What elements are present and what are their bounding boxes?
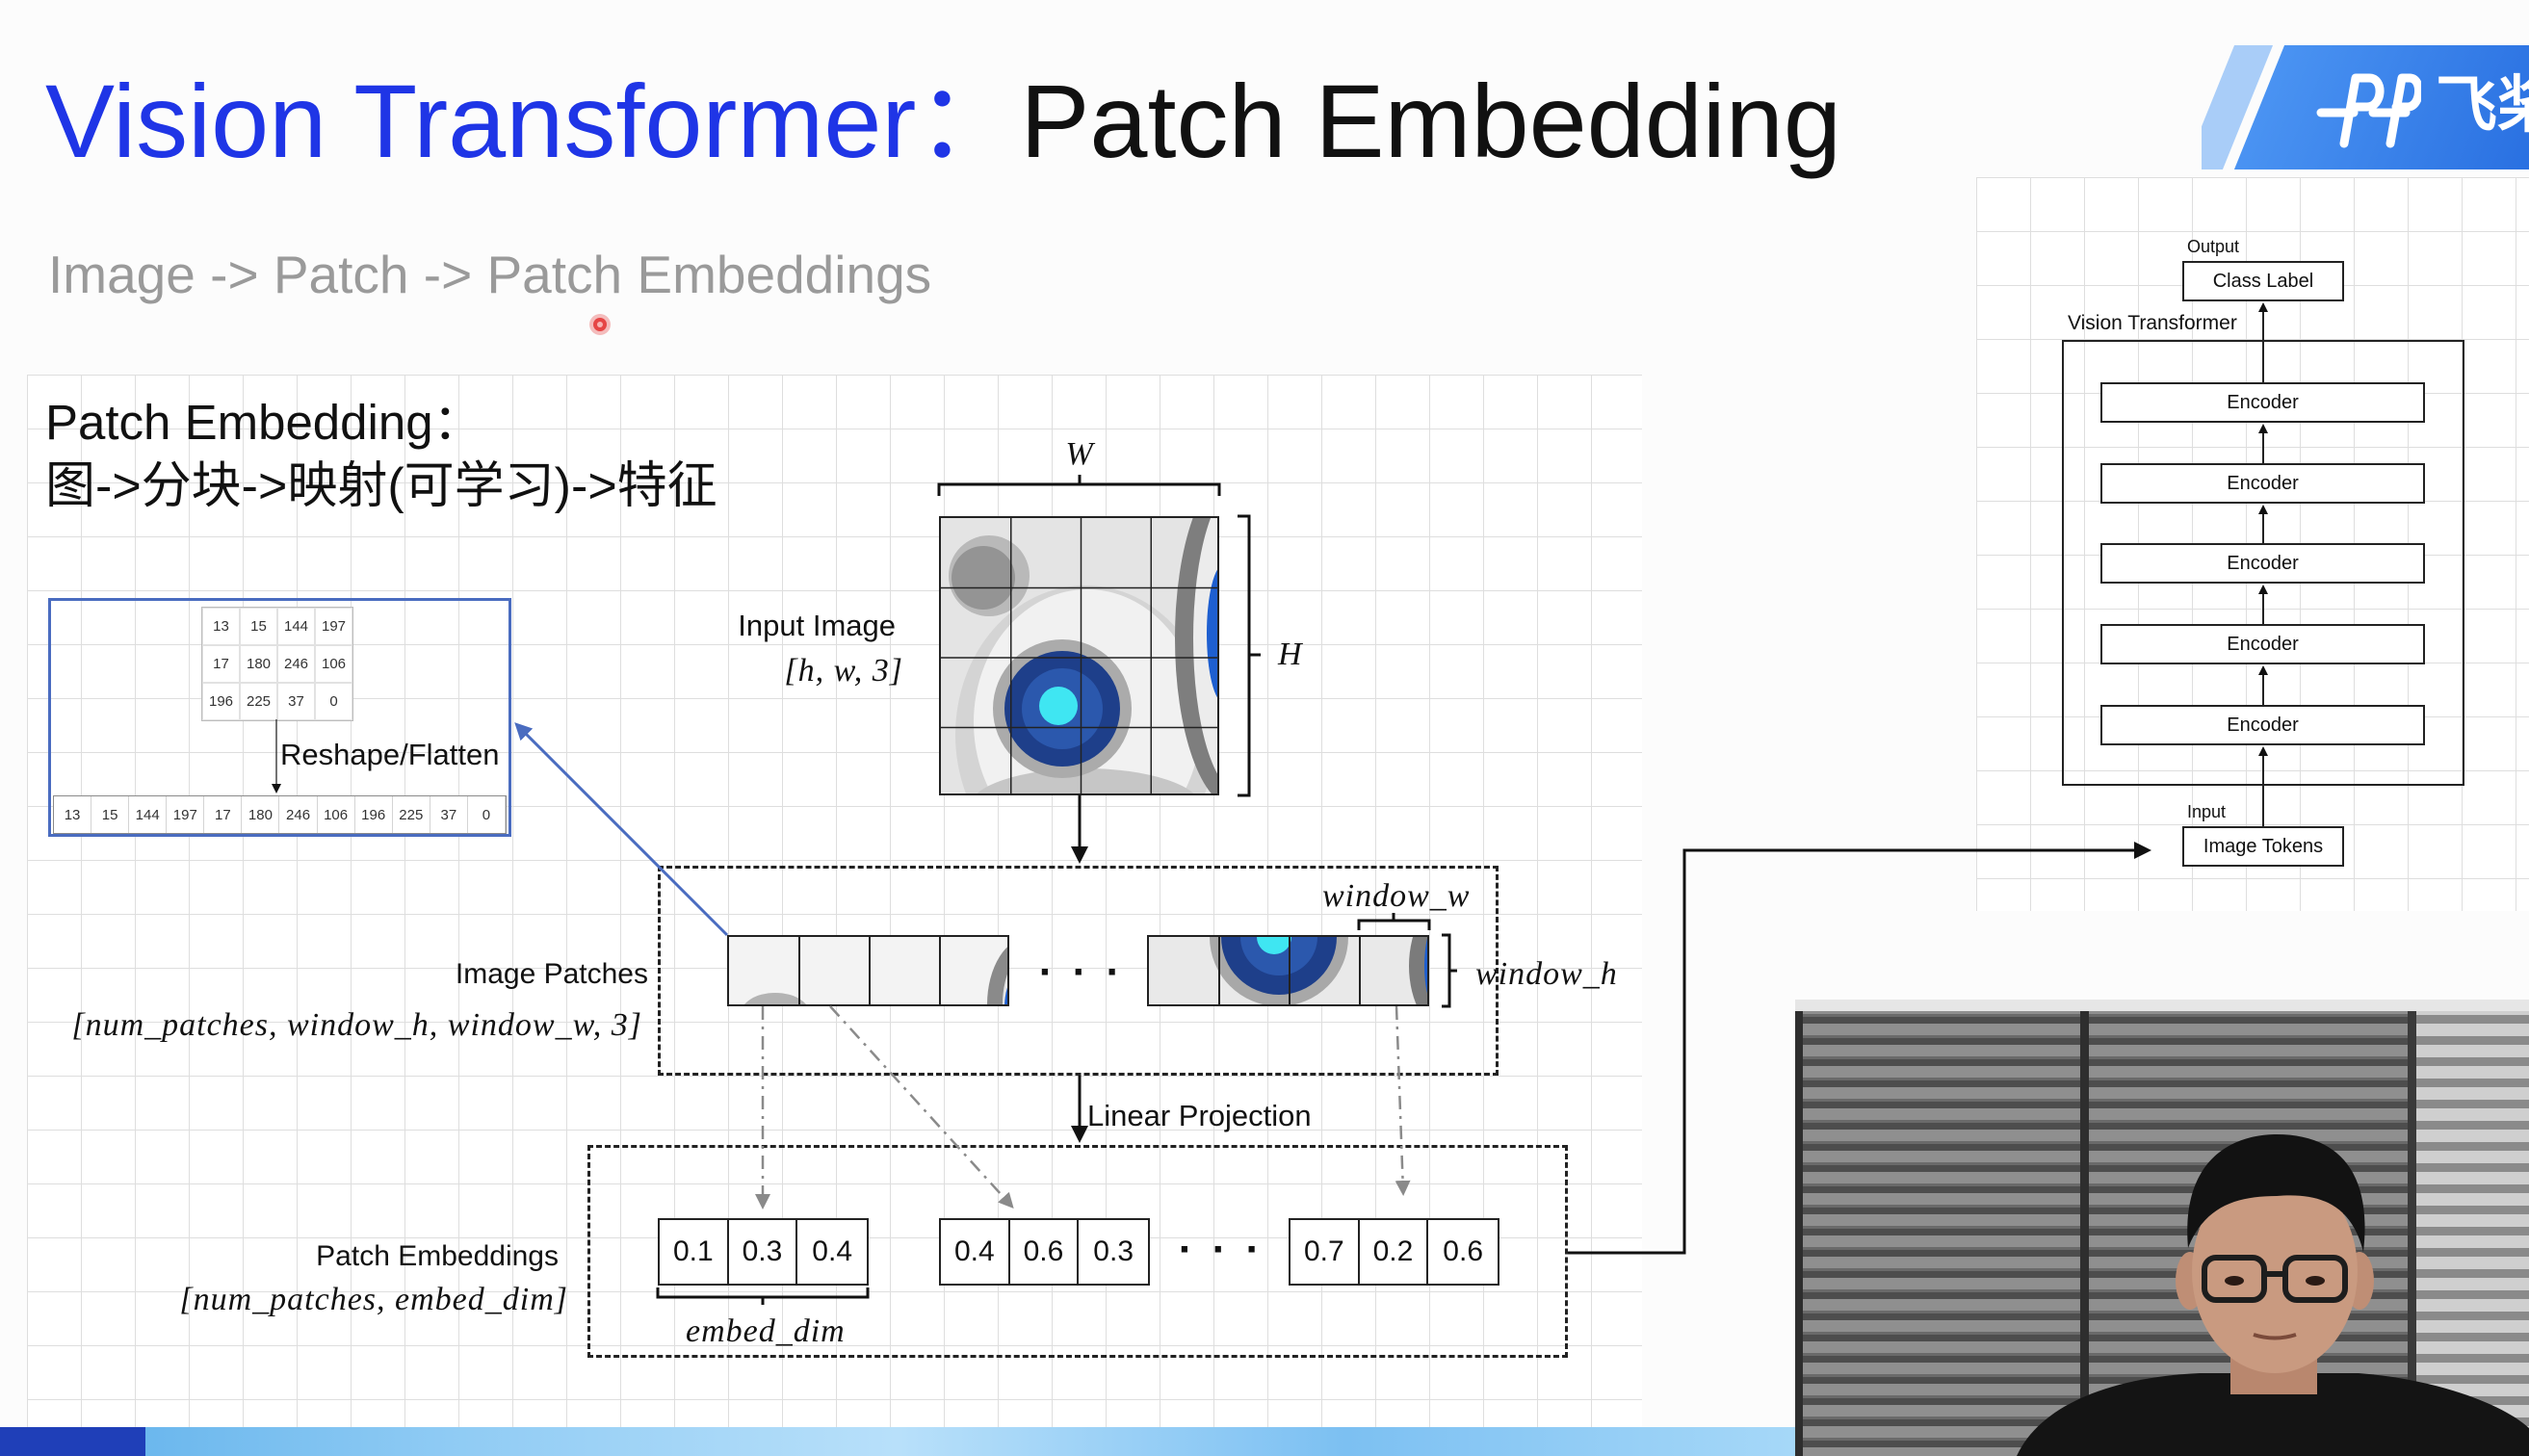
matrix-cell: 225 [240, 683, 277, 720]
matrix-cell: 197 [315, 608, 352, 645]
width-symbol: W [1065, 436, 1094, 472]
input-caption: Input [2187, 802, 2227, 821]
image-patches-shape: [num_patches, window_h, window_w, 3] [71, 1007, 642, 1043]
slide-title-blue: Vision Transformer： [45, 63, 1021, 179]
matrix-cell: 106 [315, 645, 352, 683]
matrix-cell: 37 [277, 683, 315, 720]
patch-embeddings-group [587, 1145, 1568, 1358]
webcam-video [1795, 1000, 2529, 1456]
flattened-cell: 144 [129, 796, 168, 833]
patch-embeddings-shape: [num_patches, embed_dim] [179, 1282, 568, 1317]
flattened-cell: 225 [393, 796, 430, 833]
embedding-value: 0.7 [1291, 1220, 1360, 1284]
panel-steps: 图->分块->映射(可学习)->特征 [45, 458, 717, 514]
matrix-cell: 246 [277, 645, 315, 683]
embed-dim-label: embed_dim [686, 1313, 846, 1349]
embedding-value: 0.4 [941, 1220, 1010, 1284]
matrix-cell: 15 [240, 608, 277, 645]
flattened-cell: 37 [430, 796, 468, 833]
embedding-value: 0.1 [660, 1220, 729, 1284]
image-patches-label: Image Patches [455, 958, 648, 990]
matrix-cell: 17 [202, 645, 240, 683]
window-w-label: window_w [1322, 878, 1471, 914]
flattened-cell: 17 [204, 796, 243, 833]
flattened-cell: 197 [167, 796, 205, 833]
vision-transformer-caption: Vision Transformer [2068, 312, 2237, 334]
flattened-cell: 15 [91, 796, 130, 833]
height-symbol: H [1278, 637, 1303, 672]
patch-strip-first [727, 935, 1009, 1006]
matrix-cell: 0 [315, 683, 352, 720]
flattened-cell: 13 [54, 796, 92, 833]
patch-embeddings-label: Patch Embeddings [316, 1240, 559, 1272]
slide-title: Vision Transformer：Patch Embedding [45, 69, 1841, 173]
class-label-box: Class Label [2182, 261, 2344, 301]
paddlepaddle-pp-logo-icon [2316, 73, 2421, 148]
patch-strip-last-image [1149, 937, 1427, 1004]
input-image-shape: [h, w, 3] [784, 653, 903, 689]
encoder-block: Encoder [2100, 624, 2425, 664]
embeddings-ellipsis: · · · [1178, 1226, 1264, 1273]
patch-strip-first-image [729, 937, 1007, 1004]
flattened-cell: 106 [318, 796, 355, 833]
input-image [939, 516, 1219, 795]
matrix-cell: 144 [277, 608, 315, 645]
cursor-dot-icon [589, 314, 611, 335]
flatten-example-box [48, 598, 511, 837]
flattened-cell: 180 [242, 796, 280, 833]
flattened-cell: 196 [355, 796, 393, 833]
image-tokens-box: Image Tokens [2182, 826, 2344, 867]
reshape-flatten-label: Reshape/Flatten [280, 738, 500, 771]
panel-heading: Patch Embedding： [45, 395, 482, 450]
encoder-block: Encoder [2100, 463, 2425, 504]
matrix-cell: 13 [202, 608, 240, 645]
embedding-value: 0.2 [1360, 1220, 1429, 1284]
input-image-label: Input Image [738, 609, 896, 642]
output-caption: Output [2187, 237, 2240, 256]
paddlepaddle-logo: 飞桨 [2202, 45, 2529, 169]
encoder-block: Encoder [2100, 705, 2425, 745]
bottom-banner [0, 1427, 1795, 1456]
patch-strip-last [1147, 935, 1429, 1006]
embedding-value: 0.3 [729, 1220, 798, 1284]
embedding-value: 0.4 [812, 1235, 853, 1267]
presenter-video-frame [1795, 1000, 2529, 1456]
slide-title-black: Patch Embedding [1020, 63, 1841, 179]
flattened-cell: 0 [468, 796, 506, 833]
matrix-cell: 180 [240, 645, 277, 683]
robot-face-image [941, 518, 1217, 793]
flattened-cell: 246 [279, 796, 318, 833]
logo-text: 飞桨 [2436, 70, 2529, 140]
matrix-cell: 196 [202, 683, 240, 720]
embedding-value: 0.3 [1093, 1235, 1134, 1267]
window-h-label: window_h [1475, 956, 1618, 992]
slide-subtitle: Image -> Patch -> Patch Embeddings [48, 245, 932, 304]
embedding-value: 0.6 [1443, 1235, 1484, 1267]
linear-projection-label: Linear Projection [1087, 1099, 1312, 1132]
encoder-block: Encoder [2100, 382, 2425, 423]
bottom-banner-left-block [0, 1427, 145, 1456]
encoder-block: Encoder [2100, 543, 2425, 584]
patches-ellipsis: · · · [1038, 949, 1125, 996]
image-patches-group [658, 866, 1499, 1076]
embedding-value: 0.6 [1010, 1220, 1080, 1284]
